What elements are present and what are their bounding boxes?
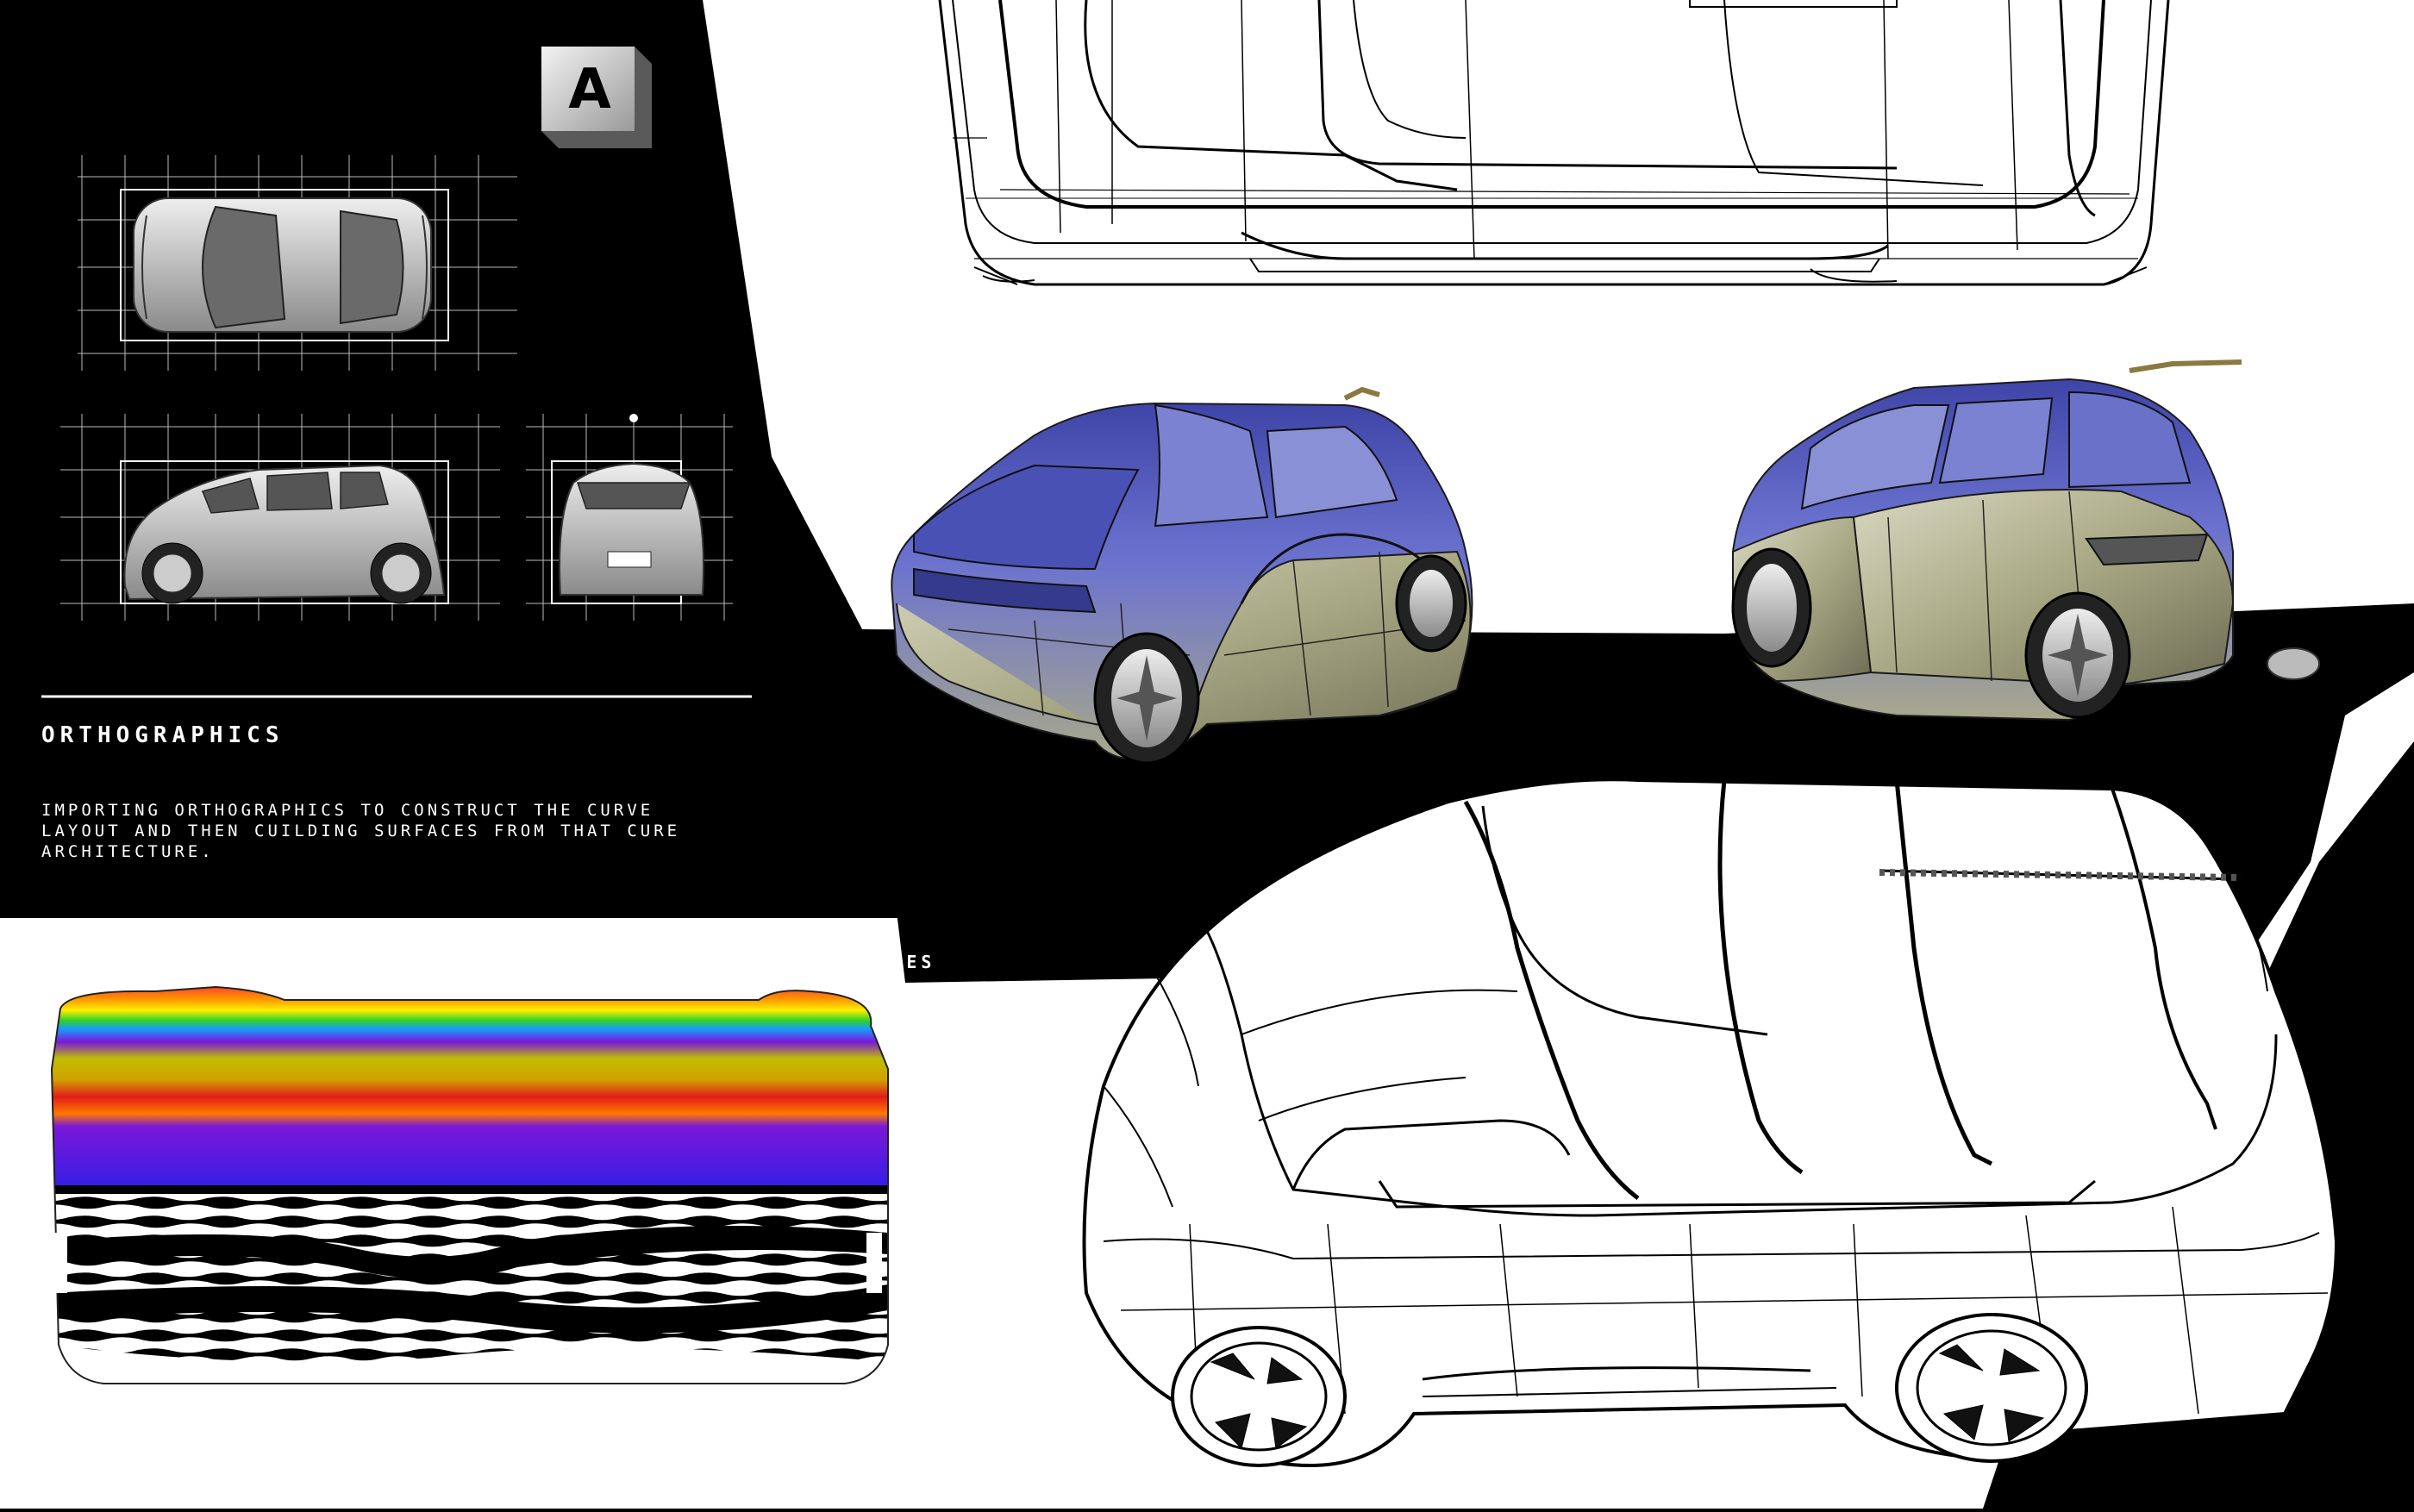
- render-front-three-quarter: [891, 386, 1473, 765]
- section-title: ORTHOGRAPHICS: [41, 722, 285, 748]
- zebra-lines-label: ZEBRA LINES: [774, 952, 936, 972]
- orthographic-blueprints: [60, 155, 733, 621]
- logo-mark: [541, 47, 652, 148]
- logo-letter: A: [568, 58, 611, 122]
- section-description: IMPORTING ORTHOGRAPHICS TO CONSTRUCT THE…: [41, 801, 681, 861]
- top-view-wireframe: [938, 0, 2170, 286]
- logo: A: [541, 47, 652, 148]
- render-rear-three-quarter: [1731, 359, 2320, 722]
- zebra-analysis: [50, 985, 889, 1384]
- large-wireframe: [1082, 778, 2339, 1468]
